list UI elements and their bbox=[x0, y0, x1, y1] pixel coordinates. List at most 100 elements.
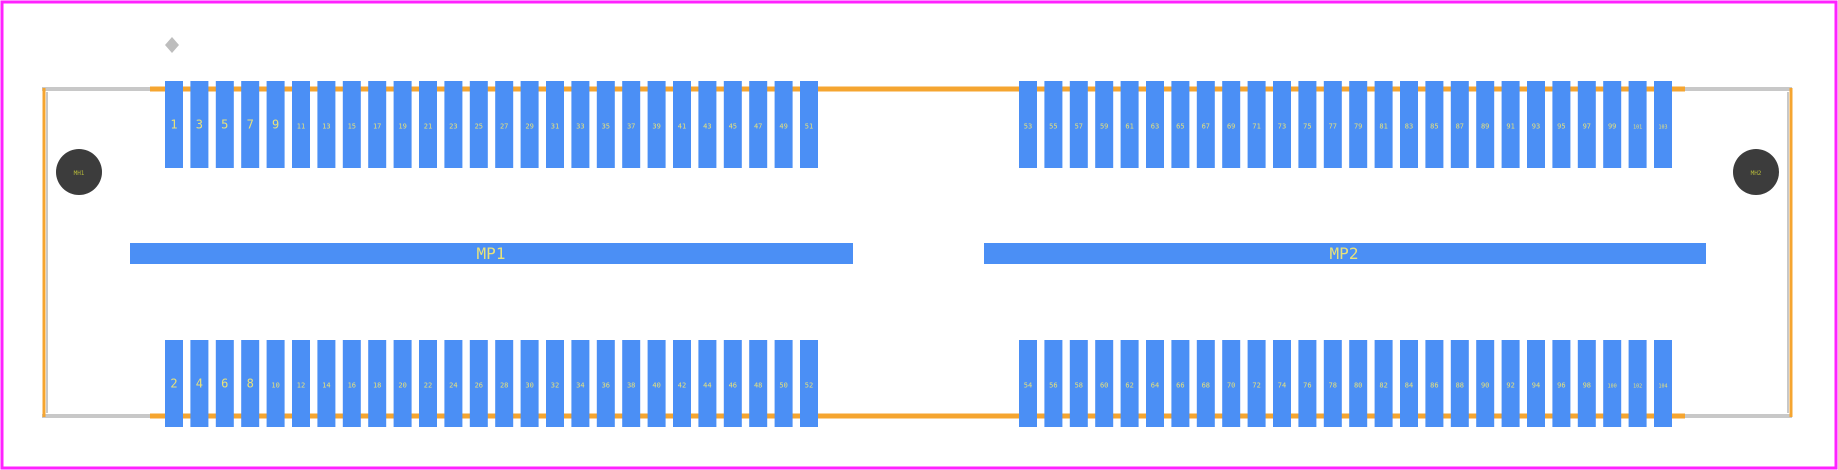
pin-label-66: 66 bbox=[1176, 382, 1184, 390]
pin-pad-52 bbox=[800, 340, 818, 427]
pin-pad-36 bbox=[596, 340, 615, 427]
pin-pad-90 bbox=[1476, 340, 1495, 427]
pin-label-97: 97 bbox=[1583, 123, 1591, 131]
pin-label-33: 33 bbox=[576, 123, 584, 131]
pin-label-40: 40 bbox=[652, 382, 660, 390]
pin-pad-38 bbox=[622, 340, 641, 427]
pin-pad-74 bbox=[1273, 340, 1291, 427]
pin-label-95: 95 bbox=[1557, 123, 1565, 131]
pin-label-41: 41 bbox=[678, 123, 686, 131]
pin-label-16: 16 bbox=[348, 382, 356, 390]
pin-label-15: 15 bbox=[348, 123, 356, 131]
pin-pad-93 bbox=[1527, 81, 1545, 168]
pin-label-83: 83 bbox=[1405, 123, 1413, 131]
pin-pad-19 bbox=[393, 81, 412, 168]
pin-pad-99 bbox=[1603, 81, 1622, 168]
pin-label-89: 89 bbox=[1481, 123, 1489, 131]
pin-pad-83 bbox=[1400, 81, 1418, 168]
pin-pad-96 bbox=[1552, 340, 1571, 427]
pin-label-85: 85 bbox=[1430, 123, 1438, 131]
pin-label-90: 90 bbox=[1481, 382, 1489, 390]
pin-label-102: 102 bbox=[1633, 384, 1642, 390]
pin-label-50: 50 bbox=[779, 382, 787, 390]
pin-label-57: 57 bbox=[1075, 123, 1083, 131]
pin-label-1: 1 bbox=[170, 118, 177, 132]
pin-label-74: 74 bbox=[1278, 382, 1286, 390]
pin-pad-8 bbox=[241, 340, 260, 427]
pin-pad-33 bbox=[571, 81, 590, 168]
pin-pad-63 bbox=[1146, 81, 1164, 168]
pin-label-81: 81 bbox=[1379, 123, 1387, 131]
pin-label-96: 96 bbox=[1557, 382, 1565, 390]
mounting-hole-mh2-shape bbox=[1733, 149, 1779, 195]
pin-label-45: 45 bbox=[729, 123, 737, 131]
pin-pad-58 bbox=[1069, 340, 1088, 427]
pin-pad-3 bbox=[190, 81, 209, 168]
mounting-hole-mh2-label: MH2 bbox=[1751, 170, 1762, 177]
pin-label-18: 18 bbox=[373, 382, 381, 390]
pin-label-47: 47 bbox=[754, 123, 762, 131]
pin-pad-79 bbox=[1349, 81, 1368, 168]
pin-pad-72 bbox=[1247, 340, 1266, 427]
pin-label-23: 23 bbox=[449, 123, 457, 131]
pin-pad-43 bbox=[698, 81, 717, 168]
pin-label-9: 9 bbox=[272, 118, 279, 132]
pin-label-54: 54 bbox=[1024, 382, 1032, 390]
pin-label-42: 42 bbox=[678, 382, 686, 390]
pin-pad-35 bbox=[596, 81, 615, 168]
pin-label-101: 101 bbox=[1633, 125, 1642, 131]
pin-label-71: 71 bbox=[1252, 123, 1260, 131]
pin-label-75: 75 bbox=[1303, 123, 1311, 131]
pin1-marker-icon bbox=[165, 37, 179, 53]
pin-pad-51 bbox=[800, 81, 818, 168]
pin-label-65: 65 bbox=[1176, 123, 1184, 131]
pin-pad-88 bbox=[1450, 340, 1469, 427]
pin-pad-37 bbox=[622, 81, 641, 168]
pin-label-86: 86 bbox=[1430, 382, 1438, 390]
pin-label-78: 78 bbox=[1329, 382, 1337, 390]
pin-label-62: 62 bbox=[1125, 382, 1133, 390]
pin-label-68: 68 bbox=[1202, 382, 1210, 390]
pin-label-26: 26 bbox=[475, 382, 483, 390]
mounting-pad-mp2-shape bbox=[984, 243, 1706, 264]
mounting-pad-mp1-shape bbox=[130, 243, 853, 264]
pin-label-46: 46 bbox=[729, 382, 737, 390]
mounting-pad-mp1-label: MP1 bbox=[477, 244, 506, 263]
pin-label-58: 58 bbox=[1075, 382, 1083, 390]
pin-pad-87 bbox=[1450, 81, 1469, 168]
pin-pad-31 bbox=[546, 81, 564, 168]
pin-label-7: 7 bbox=[247, 118, 254, 132]
pin-pad-61 bbox=[1120, 81, 1139, 168]
pin-pad-50 bbox=[774, 340, 793, 427]
pin-pad-80 bbox=[1349, 340, 1368, 427]
pin-label-6: 6 bbox=[221, 377, 228, 391]
pin-label-37: 37 bbox=[627, 123, 635, 131]
mounting-pad-mp2: MP2 bbox=[984, 243, 1706, 264]
pin-label-17: 17 bbox=[373, 123, 381, 131]
pin-pad-4 bbox=[190, 340, 209, 427]
pin-pad-104 bbox=[1654, 340, 1672, 427]
pin-label-53: 53 bbox=[1024, 123, 1032, 131]
pin-label-4: 4 bbox=[196, 377, 203, 391]
pin-pad-75 bbox=[1298, 81, 1317, 168]
pin-pad-73 bbox=[1273, 81, 1291, 168]
pin-pad-44 bbox=[698, 340, 717, 427]
pin-pad-53 bbox=[1019, 81, 1037, 168]
pin-label-10: 10 bbox=[271, 382, 279, 390]
pin-label-98: 98 bbox=[1583, 382, 1591, 390]
pin-pad-28 bbox=[495, 340, 514, 427]
pin-label-43: 43 bbox=[703, 123, 711, 131]
pin-pad-17 bbox=[368, 81, 387, 168]
pin-label-13: 13 bbox=[322, 123, 330, 131]
pin-pad-13 bbox=[317, 81, 336, 168]
pin-label-20: 20 bbox=[398, 382, 406, 390]
mounting-hole-mh1-label: MH1 bbox=[74, 170, 85, 177]
pin-label-60: 60 bbox=[1100, 382, 1108, 390]
pin-pad-97 bbox=[1577, 81, 1596, 168]
pin-label-77: 77 bbox=[1329, 123, 1337, 131]
pin-pad-15 bbox=[342, 81, 361, 168]
pin-pad-60 bbox=[1095, 340, 1114, 427]
